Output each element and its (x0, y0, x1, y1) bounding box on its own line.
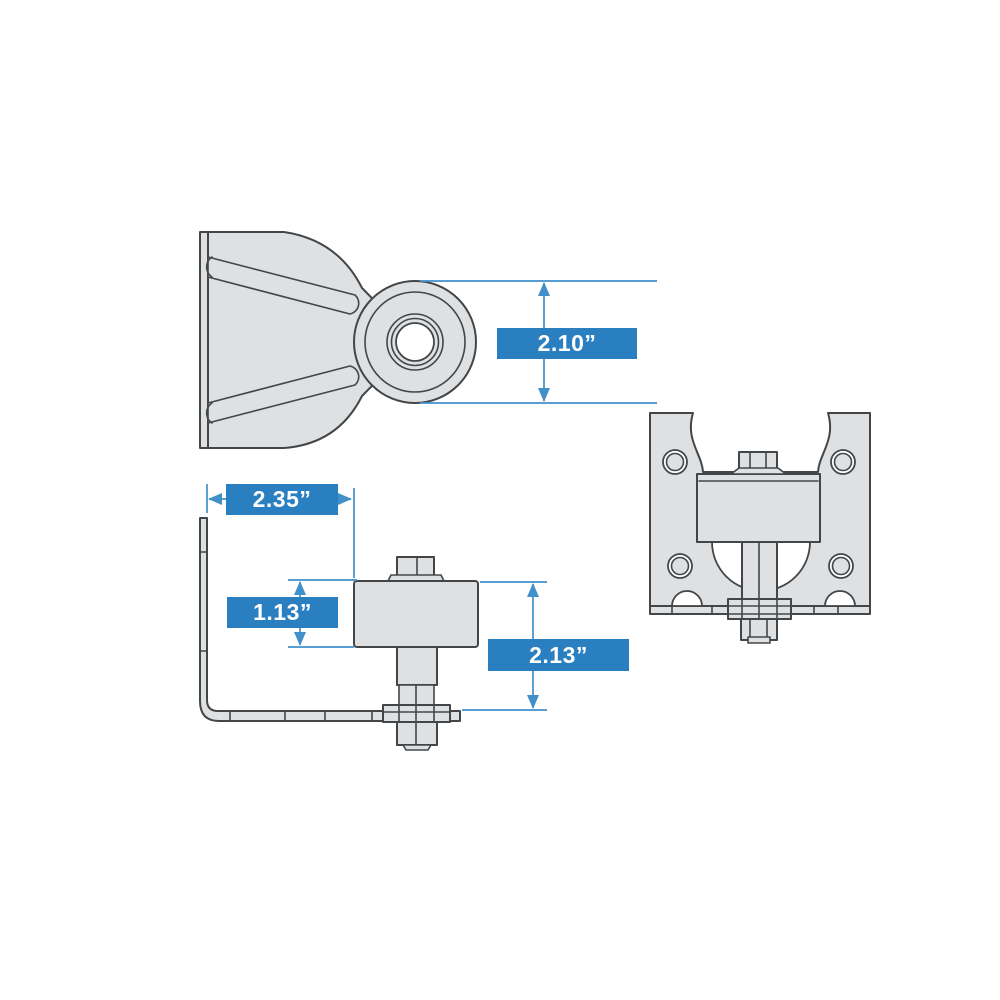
mount-plate-edge (199, 231, 209, 449)
relief-cutout (824, 590, 856, 607)
l-bracket (199, 517, 461, 722)
arrow-down-icon (527, 695, 539, 709)
hex-nut (396, 721, 438, 746)
bolt-hole-inner (831, 556, 851, 576)
arrow-left-icon (208, 493, 222, 505)
pivot-hole (395, 322, 435, 362)
pivot-boss-ring (364, 291, 466, 393)
bracket-view (199, 484, 547, 751)
rib-top (207, 256, 360, 315)
rib-bottom-fillet (205, 402, 213, 424)
bolt-head-flange-front (730, 467, 787, 475)
bolt-hole-inner (665, 452, 685, 472)
side-view (199, 231, 657, 449)
spacer (396, 646, 438, 686)
nut-chamfer-front (747, 636, 771, 644)
dim-label-bracket-width: 2.35” (226, 484, 338, 515)
dim-label-bushing-height: 1.13” (227, 597, 338, 628)
bushing-cylinder (353, 580, 479, 648)
nut-chamfer (402, 744, 432, 751)
arrow-up-icon (294, 581, 306, 595)
arrow-up-icon (527, 583, 539, 597)
dim-label-overall-height: 2.13” (488, 639, 629, 671)
rib-top-fillet (205, 256, 213, 278)
front-view (649, 412, 871, 644)
arrow-up-icon (538, 282, 550, 296)
bolt-hole-inner (833, 452, 853, 472)
arrow-down-icon (294, 632, 306, 646)
bushing-front (696, 473, 821, 543)
relief-cutout (671, 590, 703, 607)
bolt-head (396, 556, 435, 577)
pivot-hole-ring (390, 317, 440, 367)
arrow-right-icon (338, 493, 352, 505)
dim-label-eye-diameter: 2.10” (497, 328, 637, 359)
rib-bottom (207, 365, 360, 424)
arrow-down-icon (538, 388, 550, 402)
bolt-hole-inner (670, 556, 690, 576)
